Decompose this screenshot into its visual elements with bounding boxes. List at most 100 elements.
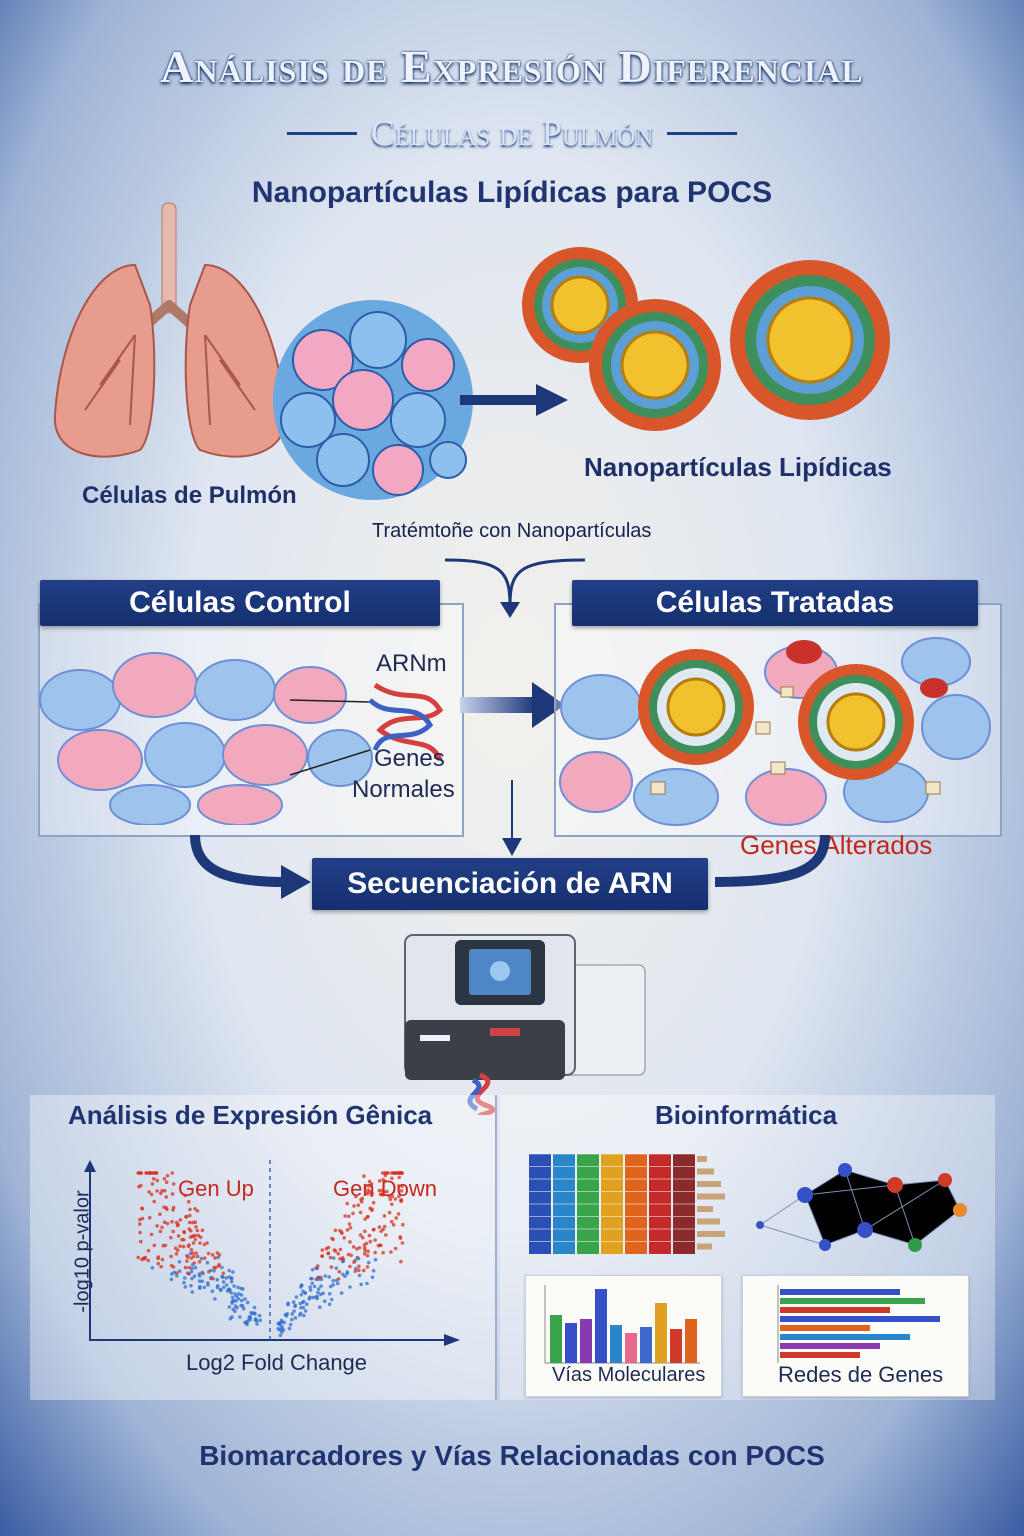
volcano-point (399, 1259, 403, 1264)
analysis-panel (30, 1095, 497, 1400)
volcano-point (349, 1253, 354, 1258)
volcano-point (189, 1247, 194, 1252)
volcano-point (396, 1212, 401, 1216)
volcano-point (360, 1235, 365, 1240)
pathway-bar (550, 1315, 562, 1363)
normal-genes-label-2: Normales (352, 776, 455, 803)
pathway-bar (580, 1319, 592, 1363)
volcano-point (334, 1266, 339, 1270)
volcano-point (279, 1327, 284, 1331)
volcano-point (139, 1171, 143, 1175)
volcano-point (319, 1292, 323, 1297)
volcano-point (246, 1319, 250, 1323)
subtitle-row: Células de Pulmón (0, 112, 1024, 154)
heatmap-side-bar (697, 1181, 721, 1187)
pathway-bar (610, 1325, 622, 1363)
volcano-point (239, 1286, 243, 1291)
volcano-point (178, 1218, 183, 1222)
volcano-point (171, 1205, 176, 1210)
volcano-point (316, 1275, 320, 1280)
lungs-illustration (53, 202, 287, 458)
volcano-point (189, 1256, 194, 1260)
volcano-point (303, 1309, 308, 1313)
volcano-point (323, 1274, 328, 1278)
volcano-point (243, 1297, 247, 1301)
volcano-point (162, 1220, 167, 1224)
volcano-point (138, 1222, 142, 1226)
volcano-point (319, 1284, 323, 1288)
volcano-point (177, 1260, 182, 1264)
cell-cluster (273, 300, 473, 500)
volcano-point (146, 1258, 150, 1263)
control-cells (39, 652, 373, 825)
heatmap-side-bar (697, 1156, 707, 1162)
volcano-point (311, 1295, 315, 1300)
networks-hbar-icon (777, 1285, 940, 1363)
volcano-point (370, 1275, 375, 1279)
volcano-point (381, 1177, 385, 1182)
volcano-point (351, 1211, 355, 1216)
volcano-point (206, 1251, 211, 1256)
volcano-point (308, 1285, 312, 1289)
volcano-point (288, 1322, 293, 1327)
mrna-strand-icon (289, 682, 444, 776)
volcano-point (158, 1212, 162, 1216)
volcano-point (210, 1253, 215, 1257)
volcano-point (182, 1230, 187, 1235)
arrow-control-to-treated (460, 682, 565, 728)
volcano-point (140, 1216, 145, 1221)
volcano-point (175, 1274, 179, 1278)
subtitle-rule-left (286, 131, 357, 135)
volcano-point (183, 1193, 187, 1198)
sequencing-label: Secuenciación de ARN (312, 858, 708, 910)
volcano-point (210, 1289, 215, 1293)
volcano-point (183, 1285, 188, 1289)
volcano-point (380, 1171, 385, 1175)
arrow-treated-to-sequencing (714, 834, 830, 887)
volcano-point (386, 1171, 390, 1175)
volcano-point (221, 1271, 226, 1276)
volcano-point (364, 1241, 369, 1246)
volcano-point (138, 1230, 142, 1235)
volcano-point (345, 1271, 350, 1276)
volcano-point (216, 1284, 220, 1288)
network-bar (780, 1325, 870, 1331)
volcano-point (164, 1180, 169, 1184)
volcano-point (159, 1264, 163, 1269)
volcano-point (400, 1241, 405, 1245)
volcano-point (187, 1265, 192, 1270)
volcano-point (334, 1278, 339, 1283)
volcano-point (397, 1175, 402, 1180)
volcano-point (202, 1285, 207, 1290)
volcano-point (329, 1297, 334, 1302)
volcano-point (189, 1283, 193, 1288)
volcano-point (400, 1184, 405, 1188)
volcano-point (373, 1257, 378, 1262)
volcano-point (388, 1197, 393, 1201)
volcano-point (299, 1283, 304, 1288)
network-bar (780, 1334, 910, 1340)
heatmap-side-bar (697, 1168, 714, 1175)
treated-nanoparticle-2 (798, 664, 914, 780)
volcano-point (338, 1247, 343, 1252)
volcano-point (186, 1244, 191, 1248)
volcano-point (198, 1284, 202, 1289)
volcano-point (323, 1299, 327, 1303)
volcano-point (156, 1256, 160, 1261)
network-bar (780, 1289, 900, 1295)
arrow-control-to-sequencing (190, 834, 311, 899)
volcano-point (187, 1272, 191, 1276)
volcano-point (376, 1243, 381, 1248)
volcano-point (188, 1213, 192, 1218)
volcano-point (393, 1197, 398, 1201)
volcano-point (348, 1226, 353, 1230)
volcano-point (315, 1296, 319, 1301)
volcano-point (384, 1233, 388, 1237)
volcano-point (366, 1188, 370, 1192)
pathway-bar (565, 1323, 577, 1363)
volcano-point (401, 1222, 405, 1227)
volcano-point (230, 1295, 235, 1300)
volcano-point (227, 1305, 232, 1309)
volcano-point (149, 1232, 154, 1237)
volcano-point (358, 1210, 363, 1215)
